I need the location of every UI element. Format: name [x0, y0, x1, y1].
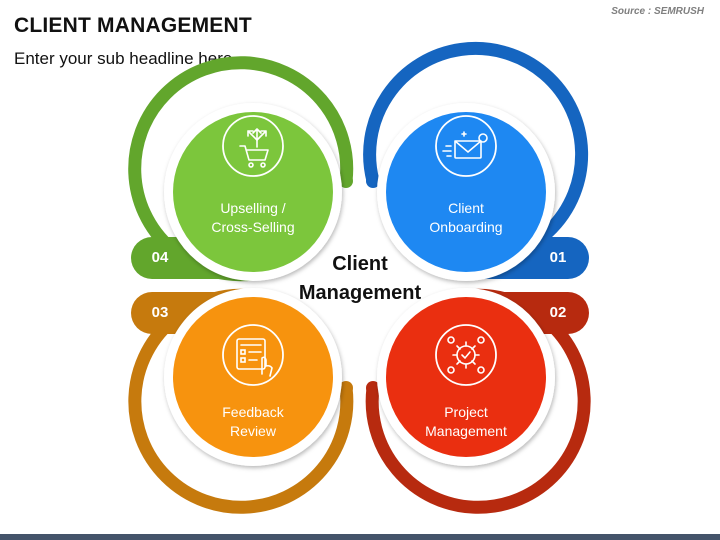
page-subtitle: Enter your sub headline here — [14, 49, 233, 68]
quadrant-client-onboarding — [363, 41, 589, 281]
number-03: 03 — [151, 304, 169, 321]
circle-fill — [386, 297, 546, 457]
source-note: Source : SEMRUSH — [611, 6, 704, 17]
circle-fill — [386, 112, 546, 272]
ring-arc — [363, 41, 589, 267]
label-project-management: Project Management — [396, 403, 536, 441]
number-04: 04 — [151, 249, 169, 266]
label-upselling: Upselling / Cross-Selling — [183, 199, 323, 237]
circle-fill — [173, 297, 333, 457]
icon-ring — [435, 115, 497, 177]
label-line: Client — [448, 200, 484, 216]
label-line: Upselling / — [220, 200, 286, 216]
envelope-icon — [442, 131, 488, 159]
cart-arrows-icon — [239, 128, 269, 168]
page-title: CLIENT MANAGEMENT — [14, 14, 252, 37]
quadrant-feedback-review — [128, 288, 354, 514]
label-line: Onboarding — [429, 219, 503, 235]
label-feedback-review: Feedback Review — [183, 403, 323, 441]
circle-fill — [173, 112, 333, 272]
center-label-line: Management — [298, 282, 422, 304]
number-01: 01 — [549, 249, 567, 266]
icon-ring — [222, 324, 284, 386]
label-line: Project — [444, 404, 488, 420]
footer-bar — [0, 534, 720, 540]
label-client-onboarding: Client Onboarding — [396, 199, 536, 237]
label-line: Review — [230, 423, 276, 439]
review-checklist-icon — [236, 338, 273, 377]
icon-ring — [435, 324, 497, 386]
label-line: Feedback — [222, 404, 284, 420]
center-label-line: Client — [332, 253, 388, 275]
label-line: Management — [425, 423, 507, 439]
icon-ring — [222, 115, 284, 177]
label-line: Cross-Selling — [211, 219, 295, 235]
quadrant-upselling — [128, 56, 354, 282]
gear-icon — [447, 336, 485, 374]
center-label: Client Management — [280, 250, 440, 308]
number-02: 02 — [549, 304, 567, 321]
quadrant-project-management — [365, 288, 591, 514]
